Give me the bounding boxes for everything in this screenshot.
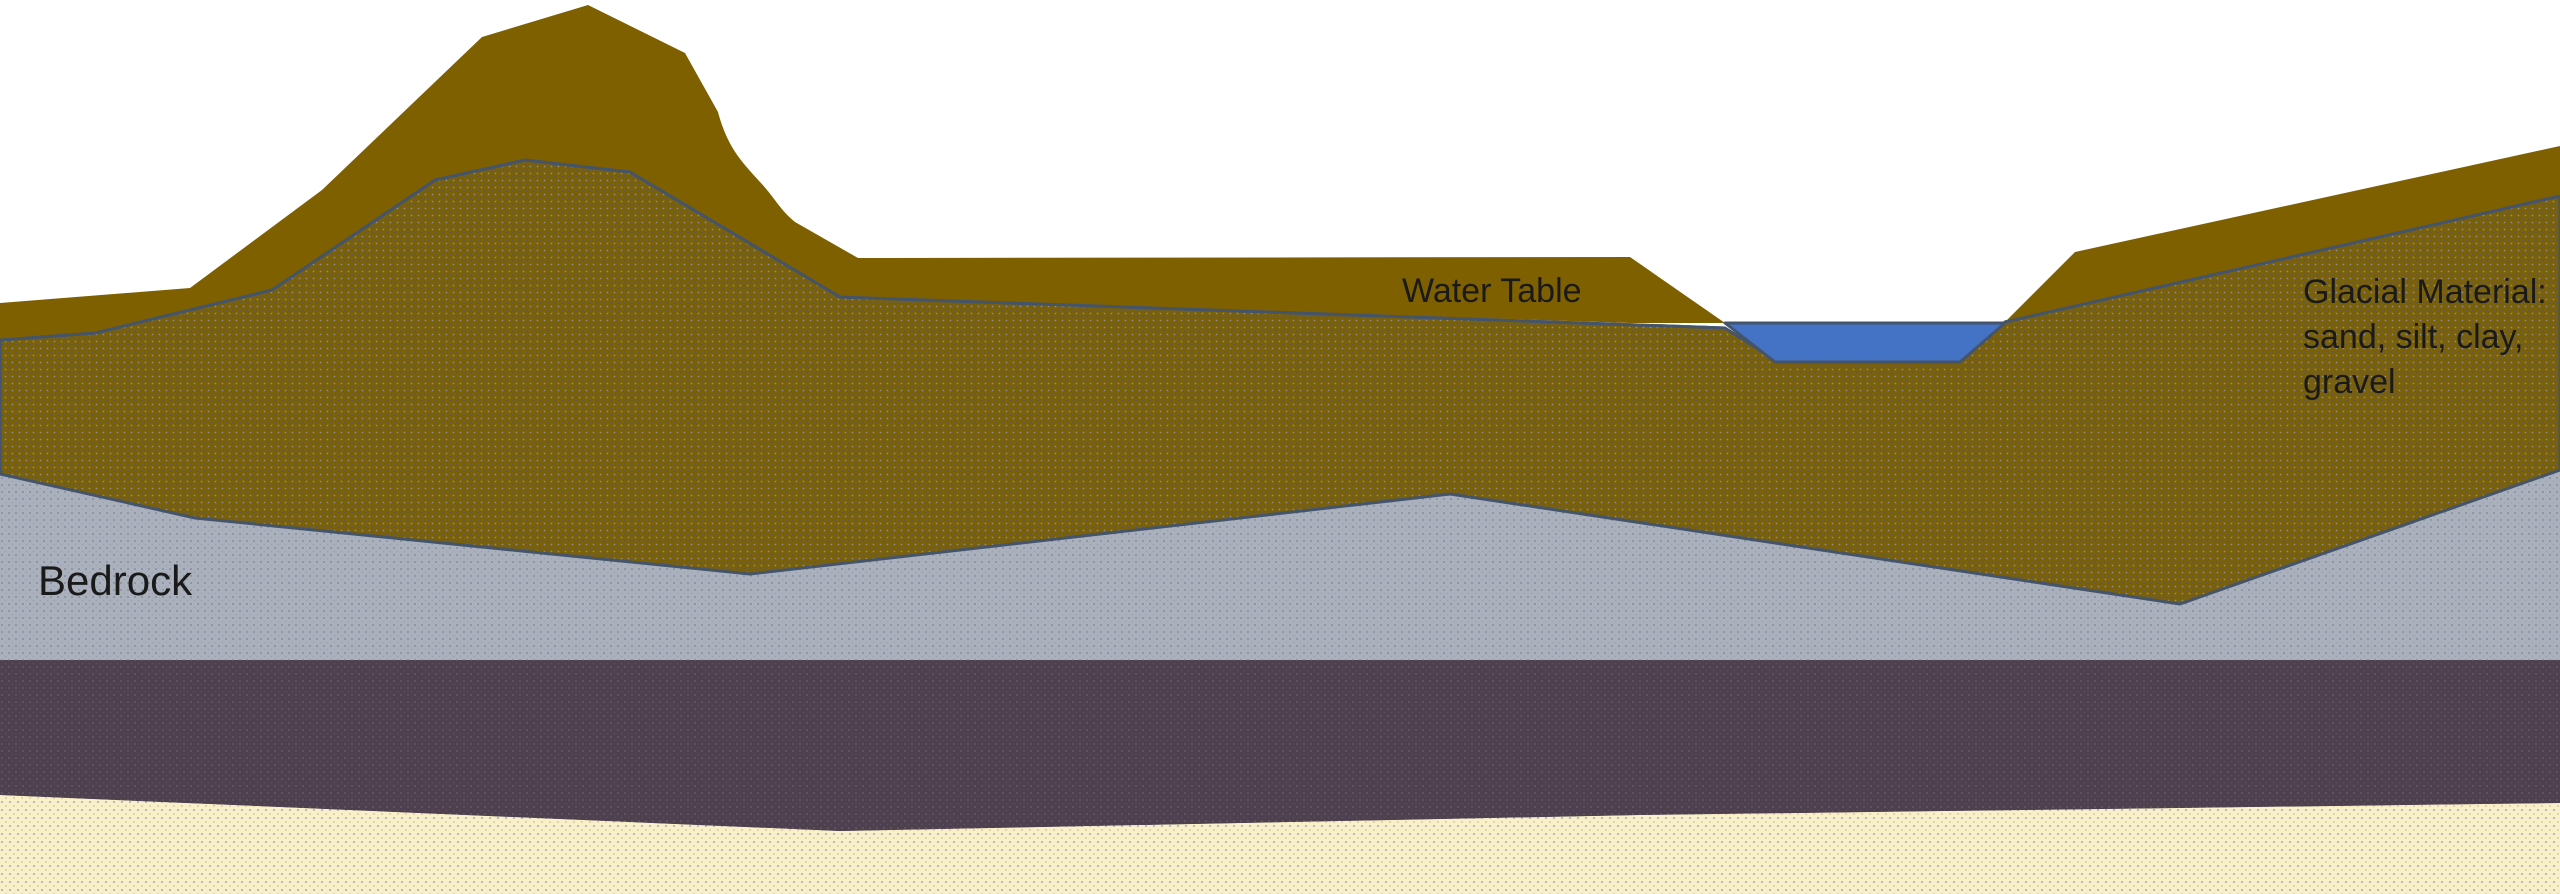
bedrock-label: Bedrock [38,557,193,604]
deep-rock-layer [0,660,2560,831]
water-table-line [0,158,1726,342]
glacial-material-label-line-1: Glacial Material: [2303,273,2547,311]
glacial-material-label-line-2: sand, silt, clay, [2303,318,2524,356]
sandstone-layer-upper [0,795,2560,894]
lake-icon [1723,321,2007,364]
water-table-line-east [2004,194,2560,324]
water-table-label: Water Table [1402,272,1582,310]
surface-soil-layer [0,5,2560,340]
glacial-material-label: Glacial Material: sand, silt, clay, grav… [2303,270,2547,405]
glacial-material-label-line-3: gravel [2303,363,2396,401]
